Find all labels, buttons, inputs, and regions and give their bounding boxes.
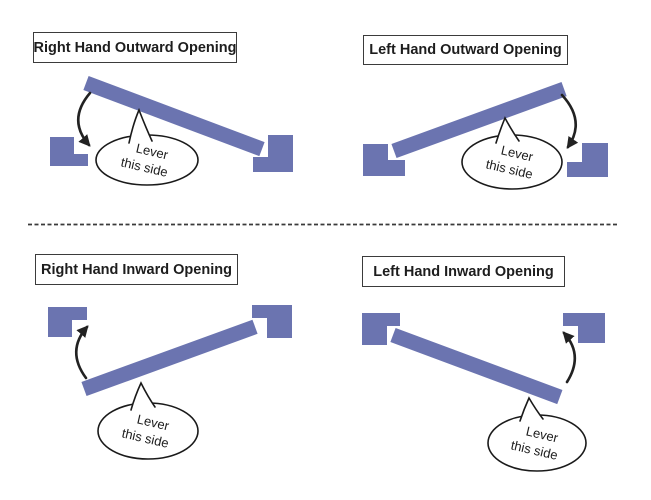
speech-bubble-tail (128, 107, 153, 144)
door-frame-left (50, 137, 88, 166)
bubble-text-line1: Lever (525, 423, 561, 445)
swing-arrow (562, 331, 577, 384)
label-right-hand-outward-opening: Right Hand Outward Opening (33, 32, 237, 63)
bubble-text-line1: Lever (136, 411, 172, 433)
label-right-hand-inward-opening: Right Hand Inward Opening (35, 254, 238, 285)
label-left-hand-outward-opening: Left Hand Outward Opening (363, 35, 568, 65)
door-frame-right (252, 305, 292, 338)
bubble-text-line1: Lever (135, 140, 171, 162)
quadrant-right-hand-outward: Lever this side (50, 75, 293, 186)
speech-bubble-tail (519, 396, 544, 422)
label-left-hand-inward-opening: Left Hand Inward Opening (362, 256, 565, 287)
door-frame-left (48, 307, 87, 337)
door-panel (83, 75, 265, 157)
door-frame-left (363, 144, 405, 176)
quadrant-left-hand-outward: Lever this side (363, 82, 608, 190)
quadrant-right-hand-inward: Lever this side (48, 305, 292, 460)
speech-bubble-tail (130, 381, 156, 411)
door-panel (81, 319, 258, 397)
door-panel (391, 82, 567, 159)
door-frame-right (253, 135, 293, 172)
quadrant-left-hand-inward: Lever this side (362, 313, 605, 472)
swing-arrow (560, 93, 579, 149)
door-frame-right (567, 143, 608, 177)
swing-arrow (76, 91, 92, 147)
bubble-text-line1: Lever (500, 142, 536, 164)
door-frame-right (563, 313, 605, 343)
speech-bubble-tail (495, 116, 520, 144)
door-frame-left (362, 313, 400, 345)
swing-arrow (74, 325, 89, 380)
door-panel (390, 327, 563, 405)
